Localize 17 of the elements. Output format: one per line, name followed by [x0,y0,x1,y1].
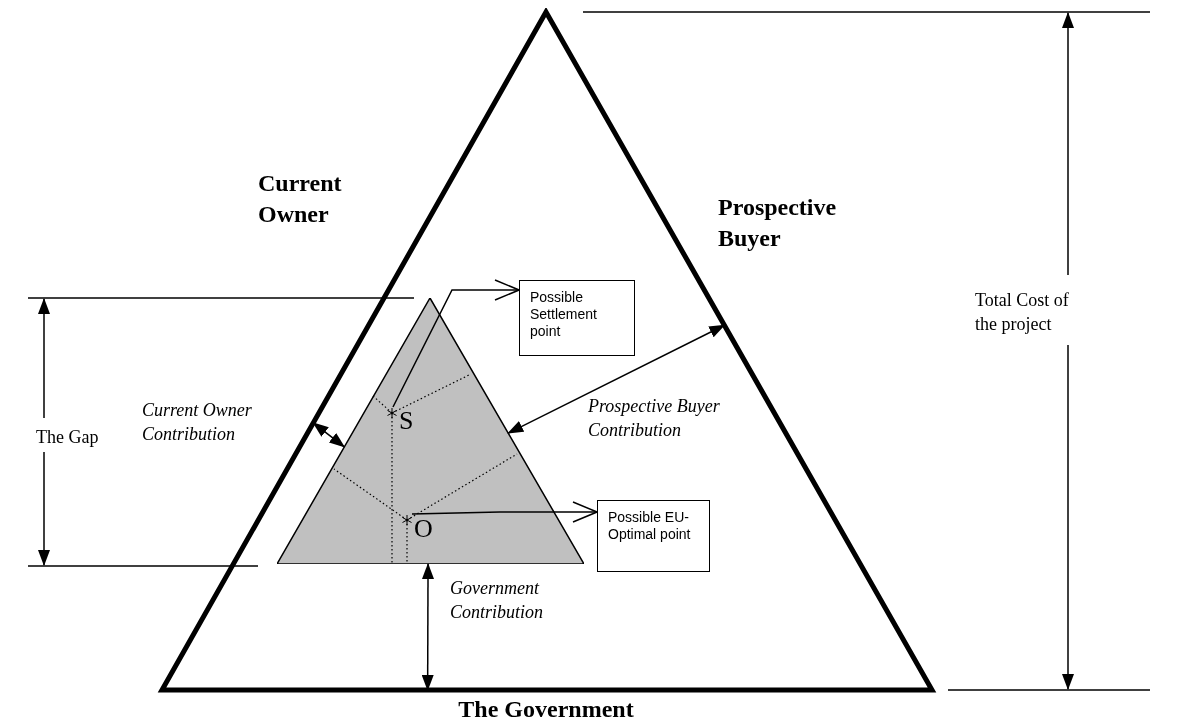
edge-label: Government Contribution [450,577,544,624]
arrow [421,563,434,691]
vertex-label: Prospective Buyer [718,193,838,253]
callout-box: Possible EU-Optimal point [597,500,710,572]
arrow [411,501,598,523]
vertex-label: The Government [457,695,635,724]
callout-box: Possible Settlement point [519,280,635,356]
dimension-label: Total Cost of the project [975,289,1070,336]
point-label: O [414,514,433,544]
arrow [507,324,726,434]
dimension-label: The Gap [36,426,100,449]
edge-label: Prospective Buyer Contribution [588,395,721,442]
vertex-label: Current Owner [258,169,343,229]
point-label: S [399,407,414,435]
edge-label: Current Owner Contribution [142,399,253,446]
arrow [312,422,346,448]
arrow [392,279,520,408]
